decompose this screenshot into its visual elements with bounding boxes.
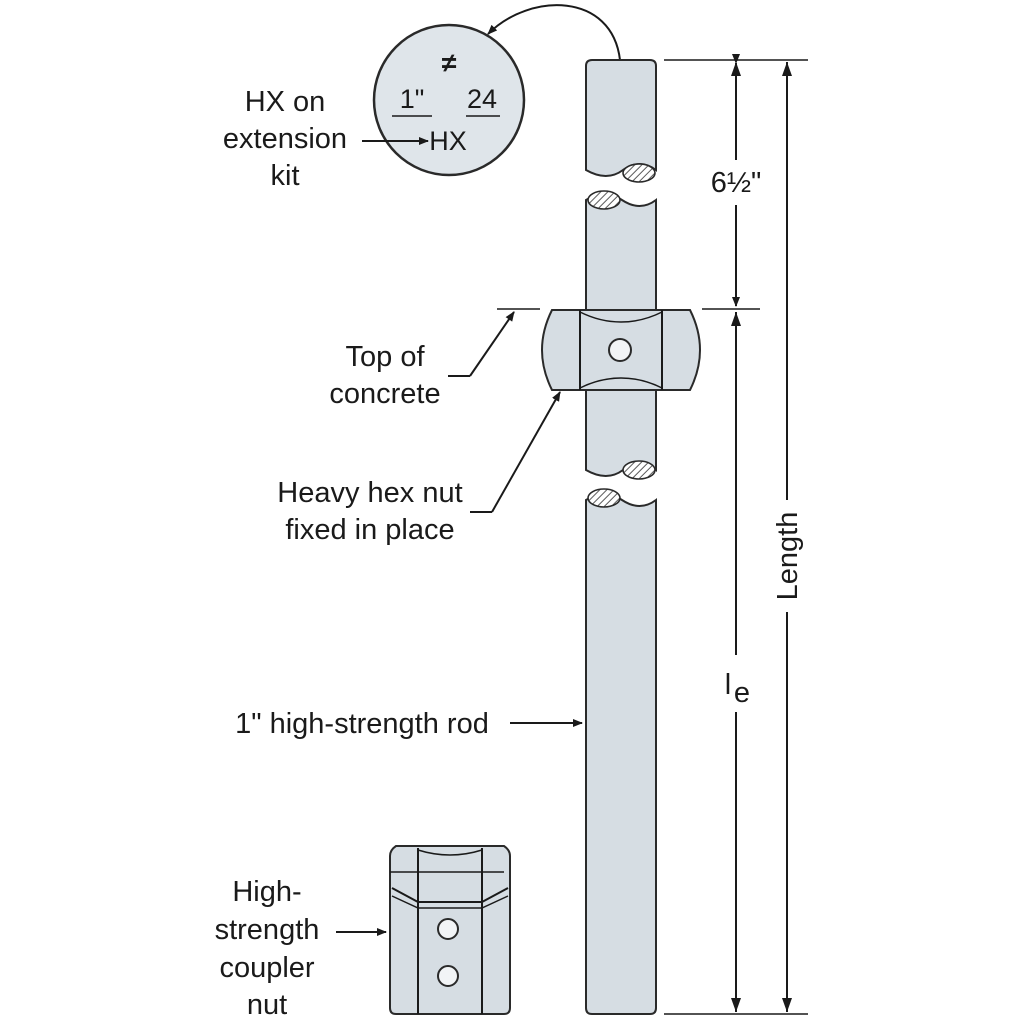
svg-text:extension: extension [223,123,347,155]
svg-text:Top of: Top of [346,341,426,373]
coupler-hole-top [437,918,459,940]
dimension-le: l e [725,312,750,1012]
break-section-1a [622,163,656,183]
svg-text:strength: strength [215,914,320,946]
svg-text:nut: nut [247,989,287,1021]
heavy-hex-nut [540,309,702,391]
svg-text:fixed in place: fixed in place [285,514,454,546]
coupler-nut [389,845,511,1015]
break-section-2b [587,488,621,508]
rod-segment-lower [585,493,657,1015]
svg-text:1" high-strength rod: 1" high-strength rod [235,708,489,740]
stamp-mark: HX [429,126,467,156]
coupler-hole-bottom [437,965,459,987]
svg-text:kit: kit [271,160,300,192]
label-coupler-nut: High- strength coupler nut [215,876,387,1021]
svg-text:concrete: concrete [329,378,440,410]
rod-segment-top [585,59,657,177]
break-section-1b [587,190,621,210]
hx-stamp-detail: ≠ 1" 24 HX [362,23,526,177]
threaded-rod [585,59,657,1015]
stamp-size: 1" [400,84,425,114]
label-top-of-concrete: Top of concrete [329,311,515,410]
stamp-callout-arrow [487,4,621,61]
dim-length-label: Length [772,512,804,601]
stamp-not-equal: ≠ [442,48,457,78]
svg-text:Heavy hex nut: Heavy hex nut [277,477,462,509]
dimension-length: Length [772,62,804,1012]
heavy-hex-nut-leader [491,391,561,513]
dim-embed-top-value: 6½" [711,167,762,199]
break-section-2a [622,460,656,480]
svg-text:High-: High- [232,876,301,908]
svg-text:coupler: coupler [219,952,314,984]
top-of-concrete-leader [469,311,515,377]
stamp-thread-count: 24 [467,84,497,114]
label-rod: 1" high-strength rod [235,708,583,740]
dim-le-sub: e [734,677,750,709]
svg-text:HX on: HX on [245,86,326,118]
stamp-circle [372,23,526,177]
nut-hole [608,338,632,362]
label-heavy-hex-nut: Heavy hex nut fixed in place [277,391,561,546]
label-hx-extension: HX on extension kit [223,86,347,192]
dim-le-main: l [725,669,731,701]
dimension-embed-top: 6½" [711,54,762,307]
